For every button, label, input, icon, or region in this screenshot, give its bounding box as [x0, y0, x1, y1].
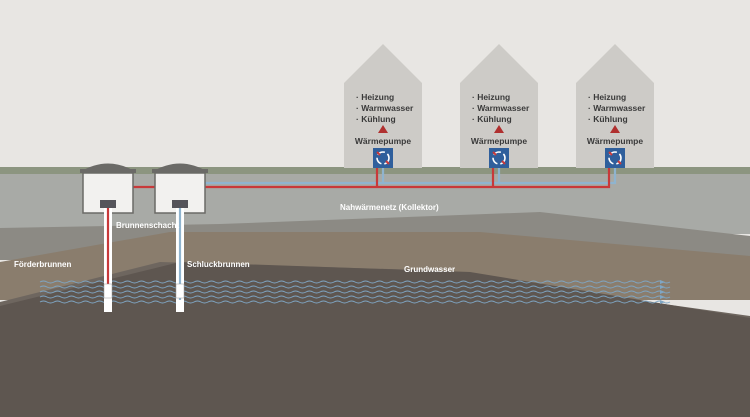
- grass-strip: [0, 167, 750, 175]
- well-shaft-supply: [80, 163, 136, 312]
- house-item-label: · Warmwasser: [588, 103, 646, 113]
- heat-pump-icon: [489, 148, 509, 168]
- label-collector: Nahwärmenetz (Kollektor): [340, 203, 439, 212]
- arrow-right-icon: [660, 295, 665, 299]
- label-well-shaft: Brunnenschacht: [116, 221, 179, 230]
- groundwater-wave: [39, 290, 671, 294]
- heat-pump-icon: [373, 148, 393, 168]
- well-shaft-injection: [152, 163, 208, 312]
- house-body: [576, 44, 654, 168]
- house-item-label: · Kühlung: [356, 114, 396, 124]
- groundwater-wave: [39, 295, 671, 299]
- house-item-label: · Heizung: [356, 92, 394, 102]
- houses: · Heizung· Warmwasser· KühlungWärmepumpe…: [344, 44, 654, 168]
- house-item-label: · Heizung: [472, 92, 510, 102]
- arrow-right-icon: [660, 290, 665, 294]
- arrow-right-icon: [660, 285, 665, 289]
- groundwater-waves: [39, 280, 671, 304]
- label-supply-well: Förderbrunnen: [14, 260, 71, 269]
- house-item-label: · Warmwasser: [472, 103, 530, 113]
- arrow-up-icon: [610, 125, 620, 133]
- heat-pump-label: Wärmepumpe: [587, 136, 643, 146]
- house-item-label: · Kühlung: [472, 114, 512, 124]
- arrow-up-icon: [494, 125, 504, 133]
- label-groundwater: Grundwasser: [404, 265, 455, 274]
- house-body: [344, 44, 422, 168]
- groundwater-wave: [39, 285, 671, 289]
- house-body: [460, 44, 538, 168]
- heat-pump-label: Wärmepumpe: [471, 136, 527, 146]
- heat-pump-label: Wärmepumpe: [355, 136, 411, 146]
- house-item-label: · Heizung: [588, 92, 626, 102]
- arrow-up-icon: [378, 125, 388, 133]
- label-injection-well: Schluckbrunnen: [187, 260, 250, 269]
- house-item-label: · Kühlung: [588, 114, 628, 124]
- groundwater-wave: [39, 300, 671, 304]
- groundwater-wave: [39, 280, 671, 284]
- arrow-right-icon: [660, 280, 665, 284]
- house-item-label: · Warmwasser: [356, 103, 414, 113]
- arrow-right-icon: [660, 300, 665, 304]
- heat-pump-icon: [605, 148, 625, 168]
